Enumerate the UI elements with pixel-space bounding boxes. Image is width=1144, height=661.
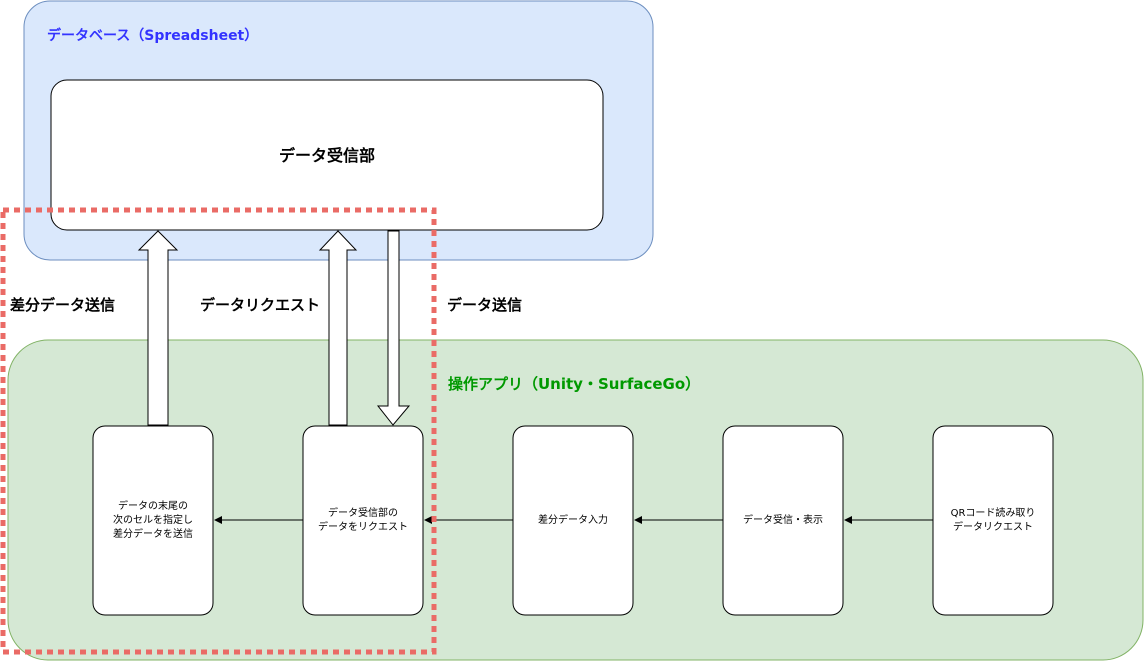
process-box-send-diff-line-3: 差分データを送信 xyxy=(113,527,193,540)
block-arrow-request-up xyxy=(318,230,358,426)
process-box-request-data-line-2: データをリクエスト xyxy=(318,520,408,533)
label-send-diff: 差分データ送信 xyxy=(10,296,115,314)
block-arrow-send-data-down xyxy=(376,230,411,426)
process-box-qr-read: QRコード読み取り データリクエスト xyxy=(932,425,1054,616)
process-box-qr-read-line-2: データリクエスト xyxy=(953,520,1033,533)
process-box-qr-read-line-1: QRコード読み取り xyxy=(951,506,1036,519)
label-request: データリクエスト xyxy=(200,296,320,314)
process-box-receive-display-line-1: データ受信・表示 xyxy=(743,513,823,526)
process-box-send-diff-line-1: データの末尾の xyxy=(118,499,188,512)
highlight-region xyxy=(0,207,437,655)
process-box-request-data: データ受信部の データをリクエスト xyxy=(302,425,424,616)
data-receiver-box xyxy=(50,79,604,231)
database-title: データベース（Spreadsheet） xyxy=(47,27,258,44)
block-arrow-send-diff-up xyxy=(137,230,179,426)
label-send-data: データ送信 xyxy=(447,296,522,314)
process-box-request-data-line-1: データ受信部の xyxy=(328,506,398,519)
process-box-receive-display: データ受信・表示 xyxy=(722,425,844,616)
process-box-send-diff: データの末尾の 次のセルを指定し 差分データを送信 xyxy=(92,425,214,616)
process-box-diff-input: 差分データ入力 xyxy=(512,425,634,616)
app-title: 操作アプリ（Unity・SurfaceGo） xyxy=(448,375,700,393)
process-box-send-diff-line-2: 次のセルを指定し xyxy=(113,513,193,526)
process-box-diff-input-line-1: 差分データ入力 xyxy=(538,513,608,526)
data-receiver-label: データ受信部 xyxy=(279,146,375,165)
